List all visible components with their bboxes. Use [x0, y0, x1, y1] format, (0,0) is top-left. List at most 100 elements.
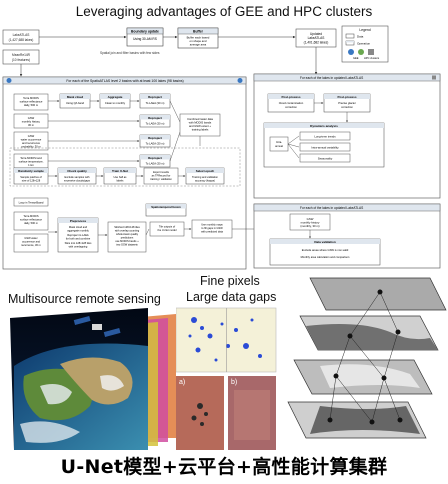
svg-text:recurrence, 30 m: recurrence, 30 m: [21, 243, 41, 247]
svg-text:Training and validation: Training and validation: [192, 175, 219, 179]
gee-ops: Mask cloud Using QA band Aggregate Clean…: [48, 93, 181, 168]
svg-text:surface reflectance: surface reflectance: [20, 100, 43, 104]
svg-text:with predicted data: with predicted data: [201, 230, 223, 234]
buffer-node: Buffer Buffer each based on shape and av…: [177, 27, 219, 49]
svg-text:average area: average area: [190, 43, 207, 47]
svg-text:Use monthly maps: Use monthly maps: [201, 223, 223, 227]
svg-text:Mask cloud: Mask cloud: [67, 95, 84, 99]
svg-text:Reproject to LAEA: Reproject to LAEA: [67, 233, 89, 237]
svg-text:to fill gaps in GSW: to fill gaps in GSW: [201, 226, 223, 230]
svg-text:size of 128×128: size of 128×128: [22, 179, 41, 183]
svg-text:(monthly, 30 m): (monthly, 30 m): [300, 224, 319, 228]
svg-text:Train U-Net: Train U-Net: [112, 169, 128, 173]
svg-text:Slice into 128×128 tiles: Slice into 128×128 tiles: [65, 241, 92, 245]
svg-text:Long-term trends: Long-term trends: [314, 135, 336, 139]
svg-text:Exclude samples with: Exclude samples with: [65, 175, 90, 179]
svg-text:Precise glacier: Precise glacier: [338, 101, 356, 105]
gee-inputs: Terra MODIS surface reflectance daily, 5…: [13, 93, 49, 169]
svg-text:Export results: Export results: [153, 170, 170, 174]
hpc-panel: For each of the lakes in updated LakeATL…: [253, 73, 441, 199]
svg-text:Loop in TensorBoard: Loop in TensorBoard: [19, 201, 44, 205]
input-meanre-box: MeanRe14R (10 features): [2, 49, 40, 65]
svg-text:as TFRecord for: as TFRecord for: [152, 174, 171, 178]
svg-text:accuracy (kappa): accuracy (kappa): [195, 179, 215, 183]
svg-text:1 km: 1 km: [28, 163, 35, 167]
svg-text:Terra MODIS: Terra MODIS: [23, 214, 38, 218]
svg-text:daily, 500 m: daily, 500 m: [24, 103, 39, 107]
svg-text:excessive clouds/gaps: excessive clouds/gaps: [64, 179, 91, 183]
svg-text:labels: labels: [117, 179, 124, 183]
svg-text:Post-process: Post-process: [337, 95, 356, 99]
svg-text:and recurrence: and recurrence: [22, 141, 41, 145]
svg-text:Data validation: Data validation: [314, 240, 336, 244]
svg-text:GEE: GEE: [353, 56, 359, 60]
input-lakeatlas-box: LakeATLAS (1,427,688 lakes): [2, 29, 40, 45]
svg-text:To LAEA (30 m): To LAEA (30 m): [146, 162, 165, 166]
svg-text:Use half as: Use half as: [114, 175, 128, 179]
svg-text:HPC clusters: HPC clusters: [364, 56, 380, 60]
caption-multisource: Multisource remote sensing: [8, 292, 161, 306]
svg-text:two GSW datasets: two GSW datasets: [116, 243, 138, 247]
svg-text:with overlapping: with overlapping: [69, 245, 88, 249]
svg-text:the U-Net model: the U-Net model: [158, 228, 177, 232]
svg-text:For each of the lakes in updat: For each of the lakes in updated LakeATL…: [300, 76, 363, 80]
bottom-caption: U-Net模型+云平台+高性能计算集群: [60, 456, 388, 478]
svg-text:daily, 500 m: daily, 500 m: [24, 221, 38, 225]
svg-text:Spatial join and filter basins: Spatial join and filter basins with few …: [100, 51, 160, 55]
svg-text:correction: correction: [341, 105, 353, 109]
svg-text:GSW: GSW: [28, 134, 35, 138]
svg-text:annual: annual: [275, 144, 283, 148]
caption-large-gaps: Large data gaps: [186, 290, 277, 304]
svg-text:with overlap counting: with overlap counting: [115, 229, 140, 233]
svg-text:To LAEA (30 m): To LAEA (30 m): [146, 122, 165, 126]
svg-text:Terra MODIS land: Terra MODIS land: [20, 156, 42, 160]
svg-text:MeanRe14R: MeanRe14R: [12, 53, 31, 57]
svg-text:whole-basin quality: whole-basin quality: [116, 232, 139, 236]
svg-text:Stitched 128×128 tiles: Stitched 128×128 tiles: [114, 225, 140, 229]
svg-text:Dynamics analysis: Dynamics analysis: [310, 124, 338, 128]
svg-text:use MODIS bands +: use MODIS bands +: [115, 239, 139, 243]
svg-text:Using 30-AM RS: Using 30-AM RS: [133, 37, 157, 41]
svg-text:GSW: GSW: [28, 116, 35, 120]
svg-text:Using QA band: Using QA band: [66, 101, 85, 105]
svg-text:Check quality: Check quality: [67, 169, 87, 173]
svg-text:training labels: training labels: [192, 128, 209, 132]
svg-text:Mask cloud and: Mask cloud and: [69, 225, 88, 229]
hpc-panel-2: For each of the lakes in updated LakeATL…: [253, 203, 441, 269]
workflow-flowchart: LakeATLAS (1,427,688 lakes) MeanRe14R (1…: [2, 25, 441, 270]
caption-fine-pixels: Fine pixels: [200, 274, 260, 288]
svg-text:Clean to monthly: Clean to monthly: [105, 101, 126, 105]
svg-text:monthly history: monthly history: [301, 221, 320, 225]
svg-text:on shape and: on shape and: [190, 39, 207, 43]
svg-text:LakeATLAS: LakeATLAS: [13, 33, 30, 37]
svg-text:Buffer: Buffer: [193, 30, 204, 34]
lower-gee-section: Loop in TensorBoard Terra MODIS surface …: [13, 197, 263, 253]
svg-text:aggregate monthly: aggregate monthly: [67, 229, 89, 233]
svg-text:Sample patches of: Sample patches of: [20, 175, 42, 179]
svg-text:monthly history,: monthly history,: [22, 120, 41, 124]
svg-text:(1,427,688 lakes): (1,427,688 lakes): [9, 38, 34, 42]
svg-text:Reproject: Reproject: [148, 95, 162, 99]
svg-text:Operation: Operation: [357, 41, 371, 45]
svg-text:Select epoch: Select epoch: [196, 169, 215, 173]
svg-text:(10 features): (10 features): [12, 58, 30, 62]
svg-text:Reproject: Reproject: [148, 156, 162, 160]
layer-stack-diagram: [287, 277, 447, 439]
svg-text:Data: Data: [357, 34, 364, 38]
svg-text:GSW: GSW: [307, 217, 314, 221]
panel-a-label: a): [179, 379, 185, 386]
training-row: Randomly sample Sample patches of size o…: [13, 167, 225, 185]
svg-text:water occurrence: water occurrence: [21, 138, 42, 142]
svg-text:Monthly area calculation and c: Monthly area calculation and comparison: [301, 255, 350, 259]
svg-text:Intra-: Intra-: [276, 140, 282, 144]
svg-text:surface reflectance: surface reflectance: [20, 218, 42, 222]
svg-text:probability, 30 m: probability, 30 m: [21, 145, 41, 149]
svg-text:Legend: Legend: [359, 28, 370, 32]
svg-text:To LAEA (30 m): To LAEA (30 m): [146, 101, 165, 105]
svg-text:30 m: 30 m: [28, 123, 35, 127]
svg-text:For each of the SpatioATLAS le: For each of the SpatioATLAS level 2 basi…: [66, 79, 183, 83]
svg-text:with MODIS bands: with MODIS bands: [189, 121, 212, 125]
svg-text:and GSW extent +: and GSW extent +: [189, 124, 211, 128]
combined-raster-box: Combined raster data with MODIS bands an…: [179, 113, 221, 137]
svg-text:for both and combine: for both and combine: [66, 237, 91, 241]
